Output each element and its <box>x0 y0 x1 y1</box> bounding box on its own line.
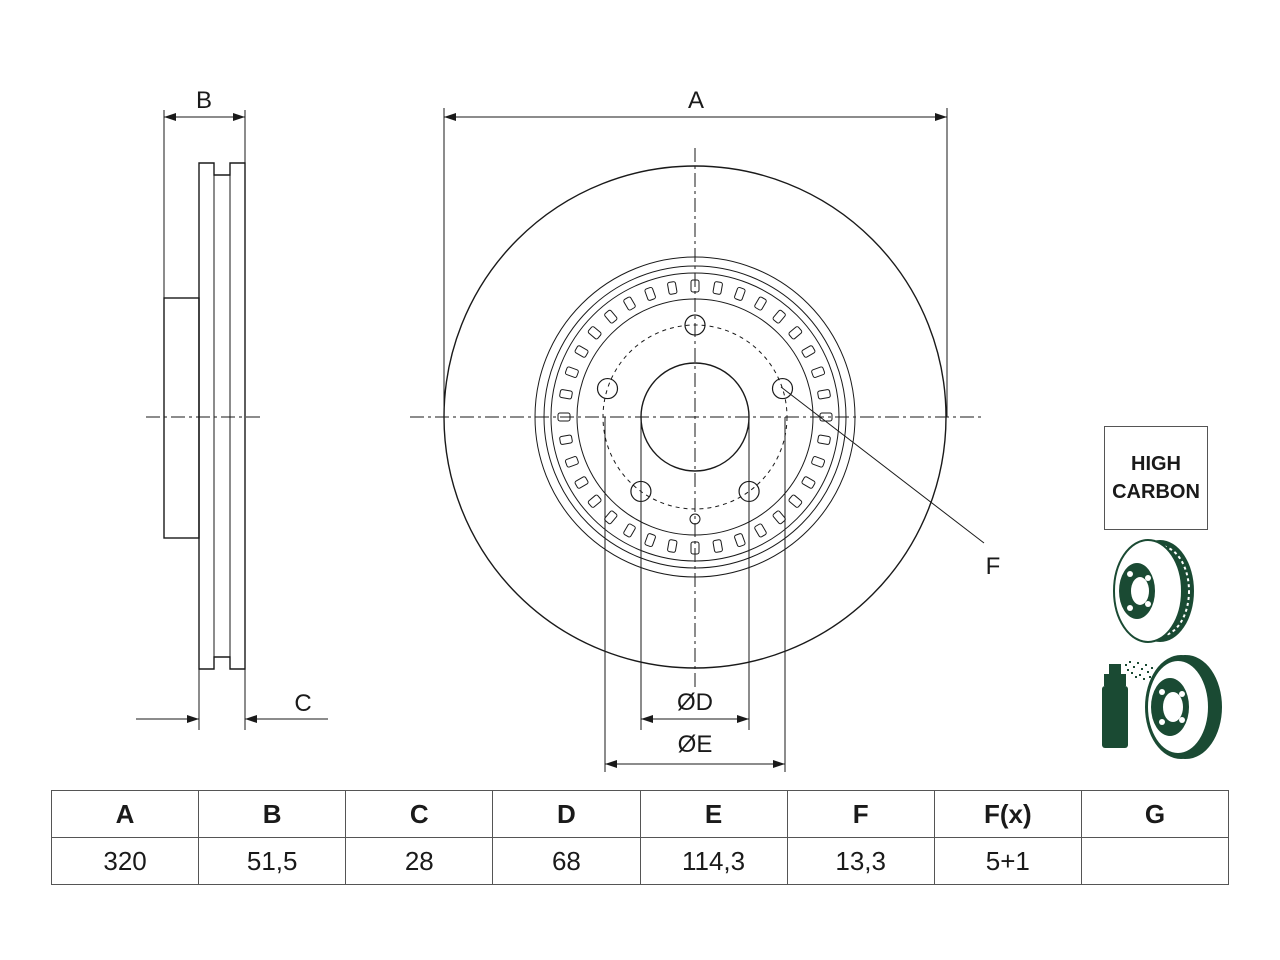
dimension-e: ØE <box>605 731 785 768</box>
badge-line-1: HIGH <box>1131 453 1181 475</box>
spec-header-e: E <box>639 790 788 838</box>
spec-value-fx: 5+1 <box>933 837 1082 885</box>
vent-slot <box>817 434 831 445</box>
leader-f: F <box>780 386 1001 580</box>
vent-slot <box>604 510 618 525</box>
bolt-hole <box>596 377 619 400</box>
spec-value-a: 320 <box>50 837 200 885</box>
vent-slot <box>772 309 786 324</box>
spec-value-b: 51,5 <box>198 837 347 885</box>
vented-disc-icon <box>1113 539 1194 643</box>
spec-value-row: 320 51,5 28 68 114,3 13,3 5+1 <box>50 837 1230 885</box>
disc-front-view <box>410 148 982 772</box>
spec-value-d: 68 <box>492 837 641 885</box>
vent-slot <box>811 456 826 468</box>
dimension-d: ØD <box>641 689 749 723</box>
vent-slot <box>772 510 786 525</box>
vent-slot <box>644 286 656 301</box>
dim-label-a: A <box>688 87 704 114</box>
dimension-c: C <box>136 690 328 723</box>
vent-slot <box>623 296 636 311</box>
spec-header-g: G <box>1080 790 1230 838</box>
dim-label-c: C <box>294 690 311 717</box>
bolt-hole <box>771 377 794 400</box>
spec-header-f: F <box>786 790 935 838</box>
spec-value-f: 13,3 <box>786 837 935 885</box>
vent-slot <box>788 326 803 340</box>
vent-slot <box>801 476 816 489</box>
spec-header-a: A <box>50 790 200 838</box>
vent-slot <box>811 366 826 378</box>
vent-slot <box>644 533 656 548</box>
badge-line-2: CARBON <box>1112 481 1200 503</box>
spec-table: A B C D E F F(x) G 320 51,5 28 68 114,3 … <box>50 790 1230 885</box>
vent-slot <box>754 296 767 311</box>
vent-slot <box>667 539 678 553</box>
vent-slot <box>801 345 816 358</box>
coated-disc-spray-icon <box>1102 655 1222 759</box>
vent-slot <box>712 539 723 553</box>
dim-label-d: ØD <box>677 689 713 716</box>
dim-label-b: B <box>196 87 212 114</box>
vent-slot <box>712 281 723 295</box>
spec-header-fx: F(x) <box>933 790 1082 838</box>
vent-slot <box>574 345 589 358</box>
vent-slot <box>559 389 573 400</box>
vent-slot <box>788 494 803 508</box>
spec-value-e: 114,3 <box>639 837 788 885</box>
spec-value-g <box>1080 837 1230 885</box>
vent-slot <box>734 533 746 548</box>
vent-slot <box>564 456 579 468</box>
vent-slot <box>667 281 678 295</box>
high-carbon-badge: HIGH CARBON <box>1104 426 1208 530</box>
dimension-a: A <box>443 87 948 417</box>
spec-value-c: 28 <box>345 837 494 885</box>
vent-slot <box>587 494 602 508</box>
vent-slot <box>564 366 579 378</box>
dimension-b: B <box>164 87 245 121</box>
vent-slot <box>623 523 636 538</box>
vent-slot <box>574 476 589 489</box>
spec-header-b: B <box>198 790 347 838</box>
dim-label-e: ØE <box>678 731 713 758</box>
dim-label-f: F <box>986 553 1001 580</box>
vent-slot <box>559 434 573 445</box>
spec-header-row: A B C D E F F(x) G <box>50 790 1230 838</box>
disc-side-view <box>146 110 262 730</box>
vent-slot <box>754 523 767 538</box>
vent-slot <box>604 309 618 324</box>
spec-header-d: D <box>492 790 641 838</box>
vent-slot <box>817 389 831 400</box>
vent-slot <box>587 326 602 340</box>
spec-header-c: C <box>345 790 494 838</box>
vent-slot <box>734 286 746 301</box>
